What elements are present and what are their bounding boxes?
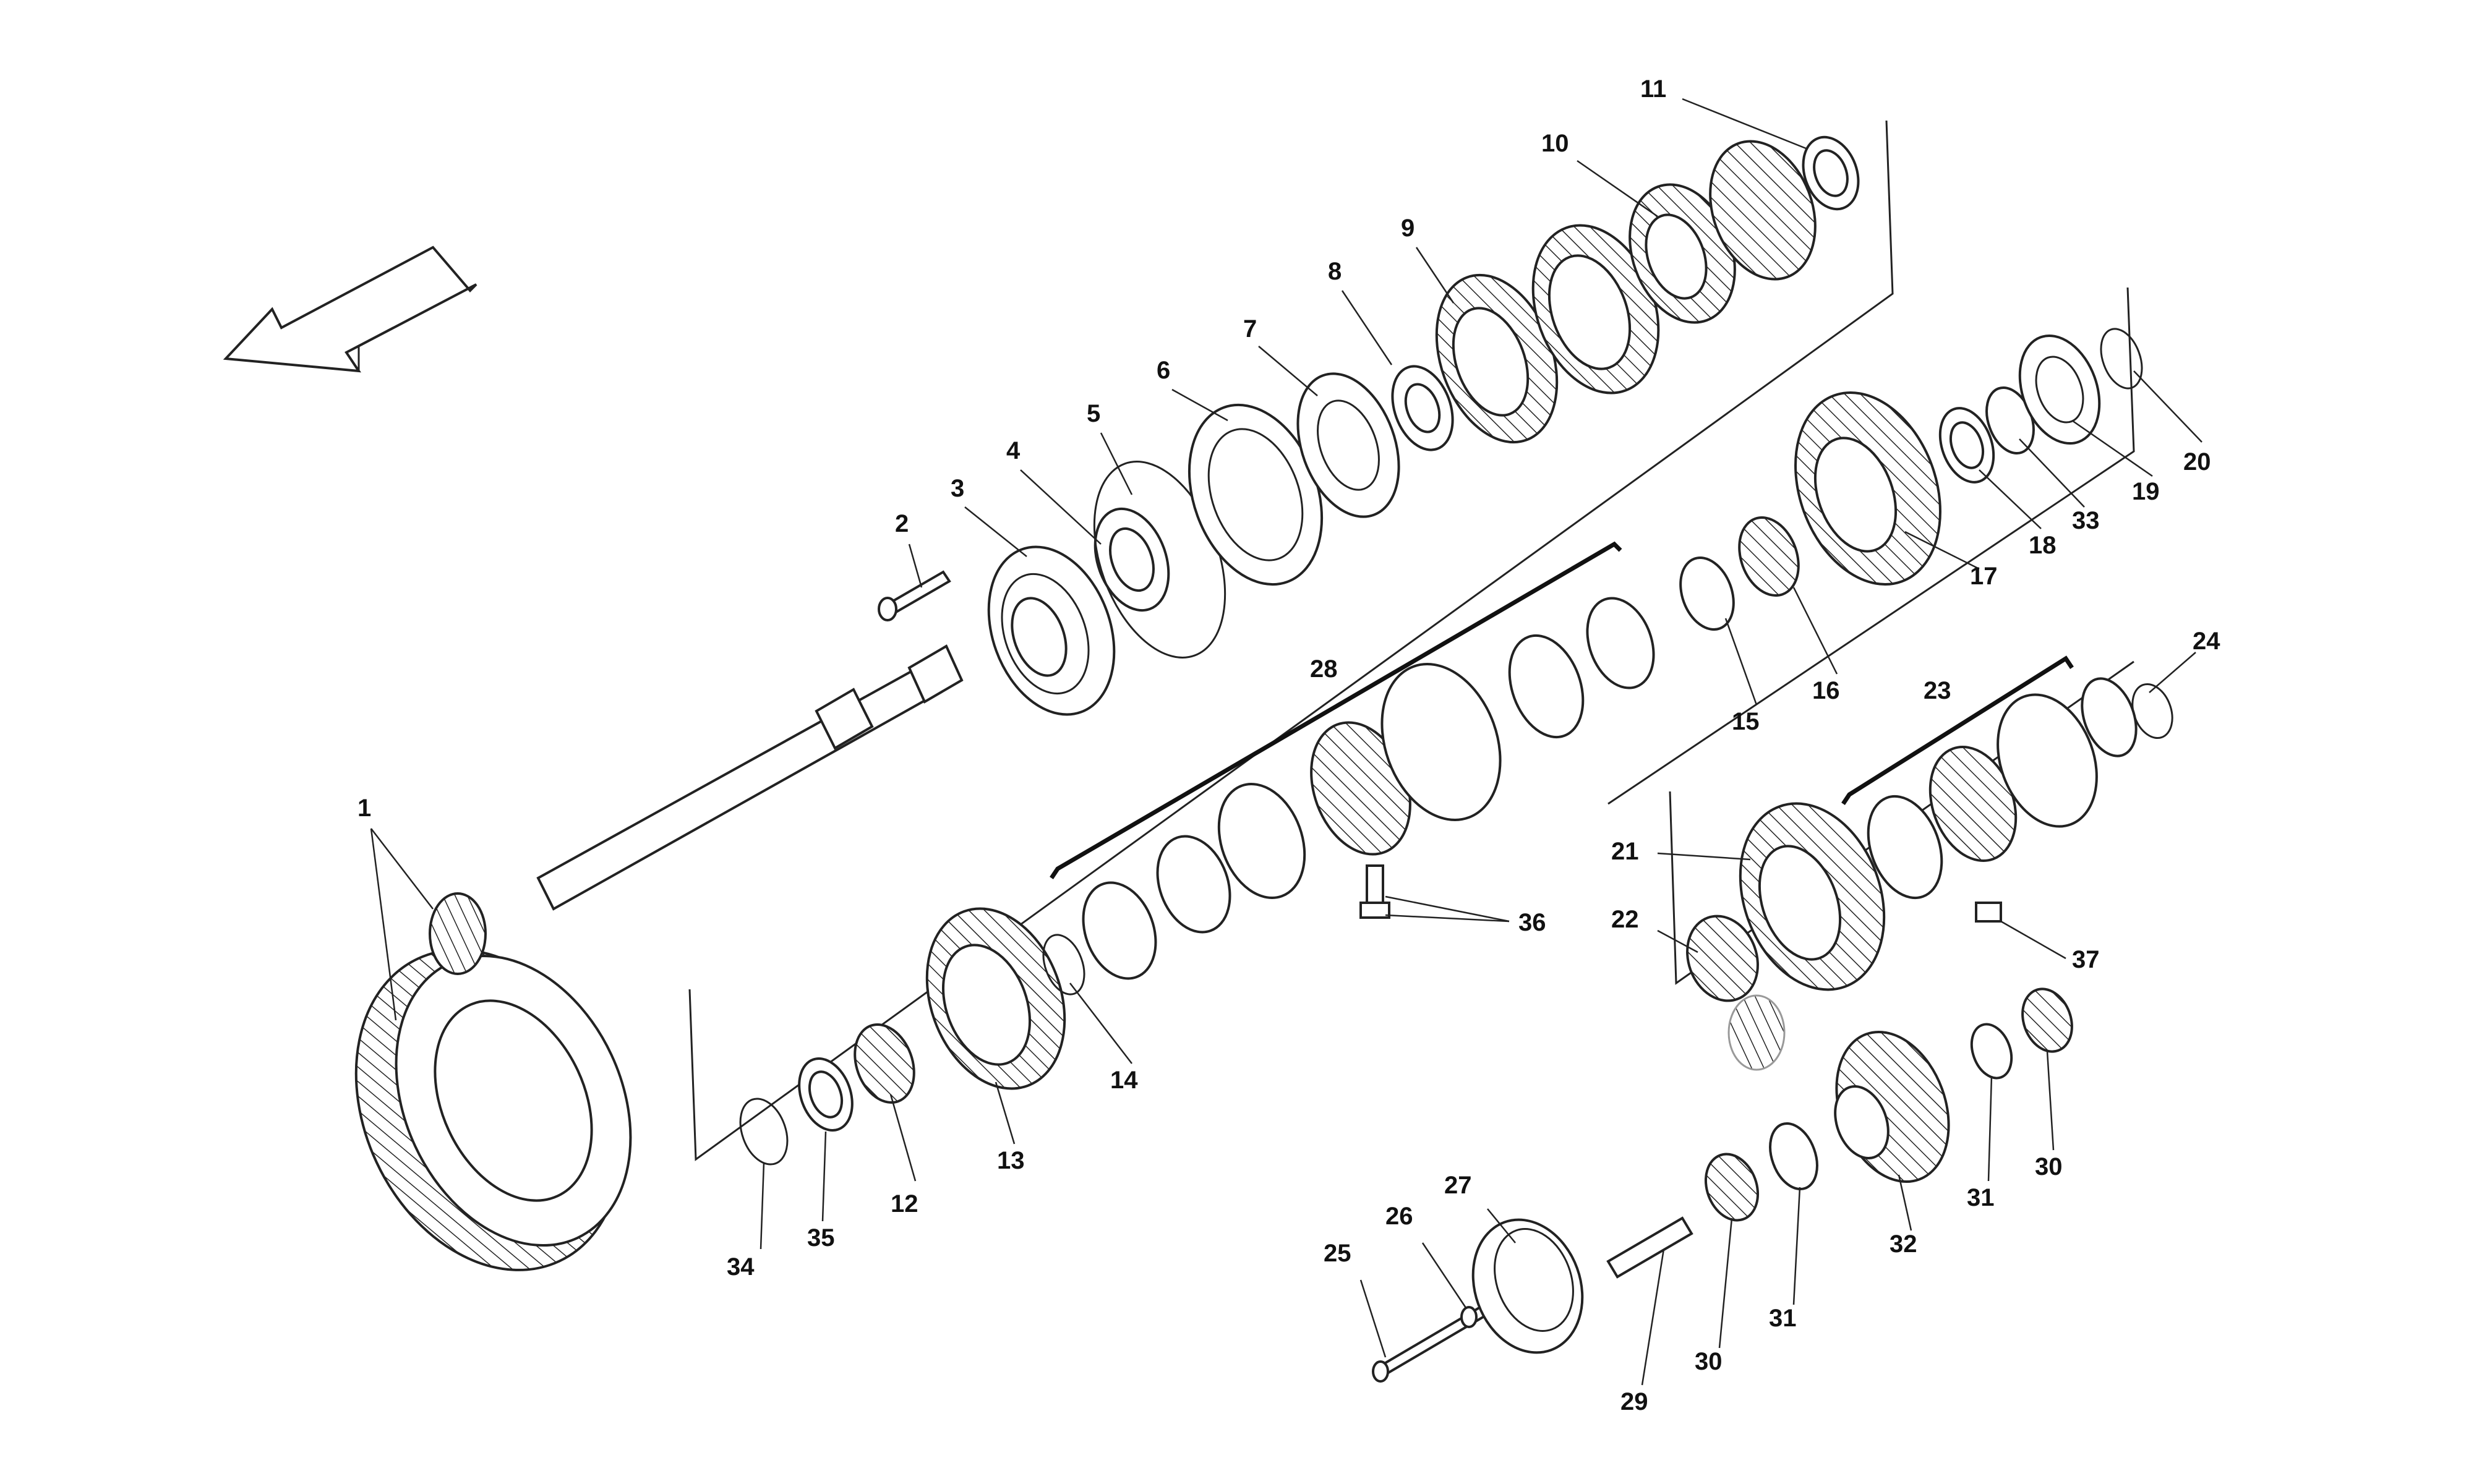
callout-21: 21	[1611, 838, 1639, 865]
gear-9	[1435, 273, 1559, 444]
callout-2: 2	[895, 510, 909, 537]
idler-gear-ghost	[1727, 994, 1786, 1071]
synchro-pack-23	[1867, 693, 2098, 900]
ring-11	[1802, 135, 1860, 211]
callout-13: 13	[997, 1147, 1025, 1174]
thrust-washer-31a	[1769, 1122, 1818, 1191]
washer-8	[1391, 365, 1454, 451]
needle-bearing-12	[854, 1023, 915, 1104]
callout-6: 6	[1157, 357, 1170, 384]
callout-37: 37	[2072, 946, 2100, 973]
bushing-15	[1679, 556, 1735, 631]
right-frame-upper	[1607, 287, 2135, 805]
callout-30a: 30	[1695, 1348, 1723, 1375]
ring-35	[798, 1057, 854, 1132]
synchro-ring-d	[1508, 634, 1585, 739]
callout-23: 23	[1924, 677, 1951, 704]
gear-cluster	[1531, 224, 1660, 394]
synchro-ring-c	[1217, 783, 1306, 899]
thrust-washer-31b	[1970, 1023, 2013, 1080]
pump-body-27	[1471, 1218, 1584, 1354]
callout-26: 26	[1385, 1203, 1413, 1230]
synchro-ring-e	[1586, 597, 1655, 689]
callout-29: 29	[1620, 1388, 1648, 1415]
callout-7: 7	[1243, 315, 1257, 343]
callout-19: 19	[2132, 478, 2160, 505]
bracket-23	[1841, 655, 2074, 805]
gear-10	[1629, 183, 1736, 324]
crown-wheel	[354, 949, 632, 1271]
callout-11: 11	[1640, 75, 1666, 103]
callout-14: 14	[1110, 1067, 1138, 1094]
callout-10: 10	[1541, 130, 1569, 157]
callout-8: 8	[1328, 258, 1342, 285]
callout-18: 18	[2029, 532, 2057, 559]
gear-17	[1794, 391, 1941, 586]
leader-lines	[370, 98, 2202, 1386]
callout-3: 3	[951, 475, 964, 502]
callout-27: 27	[1444, 1172, 1472, 1199]
needle-bearing-30b	[2021, 987, 2073, 1053]
direction-arrow-icon	[223, 245, 477, 373]
callout-22: 22	[1611, 906, 1639, 933]
main-shaft	[536, 644, 964, 911]
gear-end	[1709, 140, 1817, 281]
shaft-29	[1606, 1216, 1693, 1279]
snap-ring-20	[2100, 328, 2143, 390]
callout-16: 16	[1812, 677, 1840, 704]
ring-18	[1938, 407, 1995, 484]
callout-36: 36	[1518, 909, 1546, 936]
callout-30b: 30	[2035, 1153, 2063, 1180]
seal-4	[1094, 507, 1170, 612]
synchro-ring-b	[1156, 835, 1231, 934]
bearing-19	[2018, 334, 2101, 445]
callout-12: 12	[891, 1190, 918, 1217]
callout-32: 32	[1890, 1230, 1917, 1258]
callout-5: 5	[1087, 400, 1100, 427]
callout-17: 17	[1970, 563, 1998, 590]
bearing-3	[987, 545, 1116, 716]
callout-25: 25	[1324, 1240, 1351, 1267]
washer-26	[1460, 1306, 1478, 1328]
callout-9: 9	[1401, 215, 1415, 242]
callout-34: 34	[727, 1253, 755, 1281]
callout-4: 4	[1006, 437, 1021, 464]
snap-ring-34	[739, 1098, 789, 1166]
synchro-hub	[1310, 663, 1502, 856]
needle-bearing-22	[1686, 915, 1759, 1002]
needle-bearing-16	[1738, 516, 1800, 597]
bearing-7	[1296, 372, 1400, 518]
gear-21	[1739, 802, 1886, 991]
pinion-gear	[429, 892, 487, 975]
upper-shaft-frame	[688, 120, 1894, 1161]
callout-28: 28	[1310, 655, 1338, 683]
snap-ring-24	[2131, 683, 2173, 740]
snap-ring-14	[1042, 934, 1085, 996]
gear-13	[925, 907, 1066, 1090]
callout-33: 33	[2072, 507, 2100, 534]
callout-31b: 31	[1967, 1184, 1995, 1211]
bracket-28	[1050, 541, 1622, 879]
detent-37	[1975, 902, 2002, 923]
callout-35: 35	[807, 1224, 835, 1252]
callout-1: 1	[357, 795, 371, 822]
bolt-2	[878, 570, 951, 621]
callout-31a: 31	[1769, 1305, 1797, 1332]
callout-24: 24	[2193, 628, 2220, 655]
gear-32	[1834, 1030, 1950, 1183]
synchro-ring-a	[1082, 881, 1157, 980]
needle-bearing-30a	[1704, 1153, 1760, 1222]
detent-spring-36	[1359, 864, 1390, 919]
callout-20: 20	[2183, 448, 2211, 475]
callout-15: 15	[1732, 708, 1760, 735]
